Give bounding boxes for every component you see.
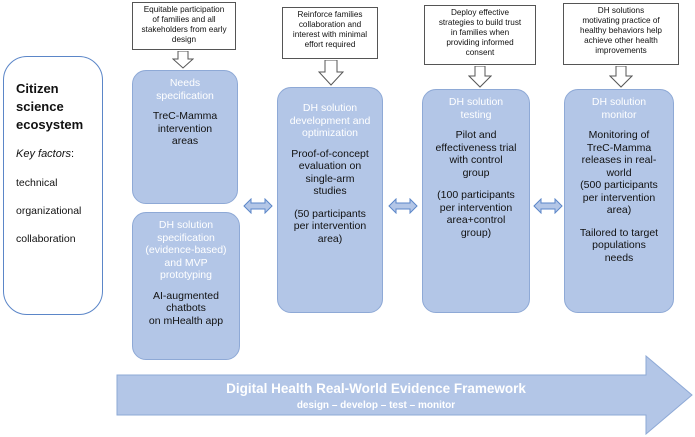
dh-solution-monitor-tailored: Tailored to target populations needs	[579, 226, 659, 264]
double-arrow-icon	[533, 198, 563, 214]
double-arrow-icon	[243, 198, 273, 214]
key-factors-text: Key factors	[16, 148, 72, 160]
needs-specification-title: Needs specification	[156, 77, 214, 102]
dh-solution-development-box: DH solution development and optimization…	[277, 87, 383, 313]
needs-specification-box: Needs specification TreC-Mamma intervent…	[132, 70, 238, 204]
down-arrow-icon	[609, 66, 633, 88]
down-arrow-icon	[468, 66, 492, 88]
framework-subtitle: design – develop – test – monitor	[296, 400, 456, 411]
note-deploy-trust: Deploy effective strategies to build tru…	[424, 5, 536, 65]
note-reinforce-collaboration: Reinforce families collaboration and int…	[282, 7, 378, 59]
factor-organizational: organizational	[16, 205, 82, 217]
key-factors-colon: :	[71, 148, 75, 160]
factor-technical: technical	[16, 177, 58, 189]
needs-specification-body: TreC-Mamma intervention areas	[152, 110, 218, 147]
down-arrow-icon	[318, 60, 344, 86]
dh-solution-testing-box: DH solution testing Pilot and effectiven…	[422, 89, 530, 313]
dh-solution-testing-participants: (100 participants per intervention area+…	[437, 189, 515, 239]
down-arrow-icon	[172, 51, 194, 69]
factor-collaboration: collaboration	[16, 233, 76, 245]
dh-solution-development-body: Proof-of-concept evaluation on single-ar…	[291, 147, 369, 198]
dh-solution-specification-body: AI-augmented chatbots on mHealth app	[148, 289, 224, 327]
key-factors-label: Key factors:	[16, 148, 74, 160]
note-equitable-participation: Equitable participation of families and …	[132, 2, 236, 50]
dh-solution-specification-title: DH solution specification (evidence-base…	[145, 219, 227, 281]
note-dh-motivating: DH solutions motivating practice of heal…	[563, 3, 679, 65]
citizen-science-panel	[3, 56, 103, 315]
double-arrow-icon	[388, 198, 418, 214]
dh-solution-development-title: DH solution development and optimization	[289, 102, 371, 139]
dh-solution-development-participants: (50 participants per intervention area)	[293, 207, 367, 245]
citizen-science-title: Citizen science ecosystem	[16, 81, 84, 132]
dh-solution-monitor-title: DH solution monitor	[591, 96, 647, 121]
dh-solution-monitor-body: Monitoring of TreC-Mamma releases in rea…	[580, 129, 658, 216]
dh-solution-testing-title: DH solution testing	[448, 96, 504, 121]
dh-solution-monitor-box: DH solution monitor Monitoring of TreC-M…	[564, 89, 674, 313]
framework-arrow-icon	[116, 355, 693, 435]
dh-solution-testing-body: Pilot and effectiveness trial with contr…	[435, 129, 517, 179]
dh-solution-specification-box: DH solution specification (evidence-base…	[132, 212, 240, 360]
framework-title: Digital Health Real-World Evidence Frame…	[226, 381, 526, 396]
